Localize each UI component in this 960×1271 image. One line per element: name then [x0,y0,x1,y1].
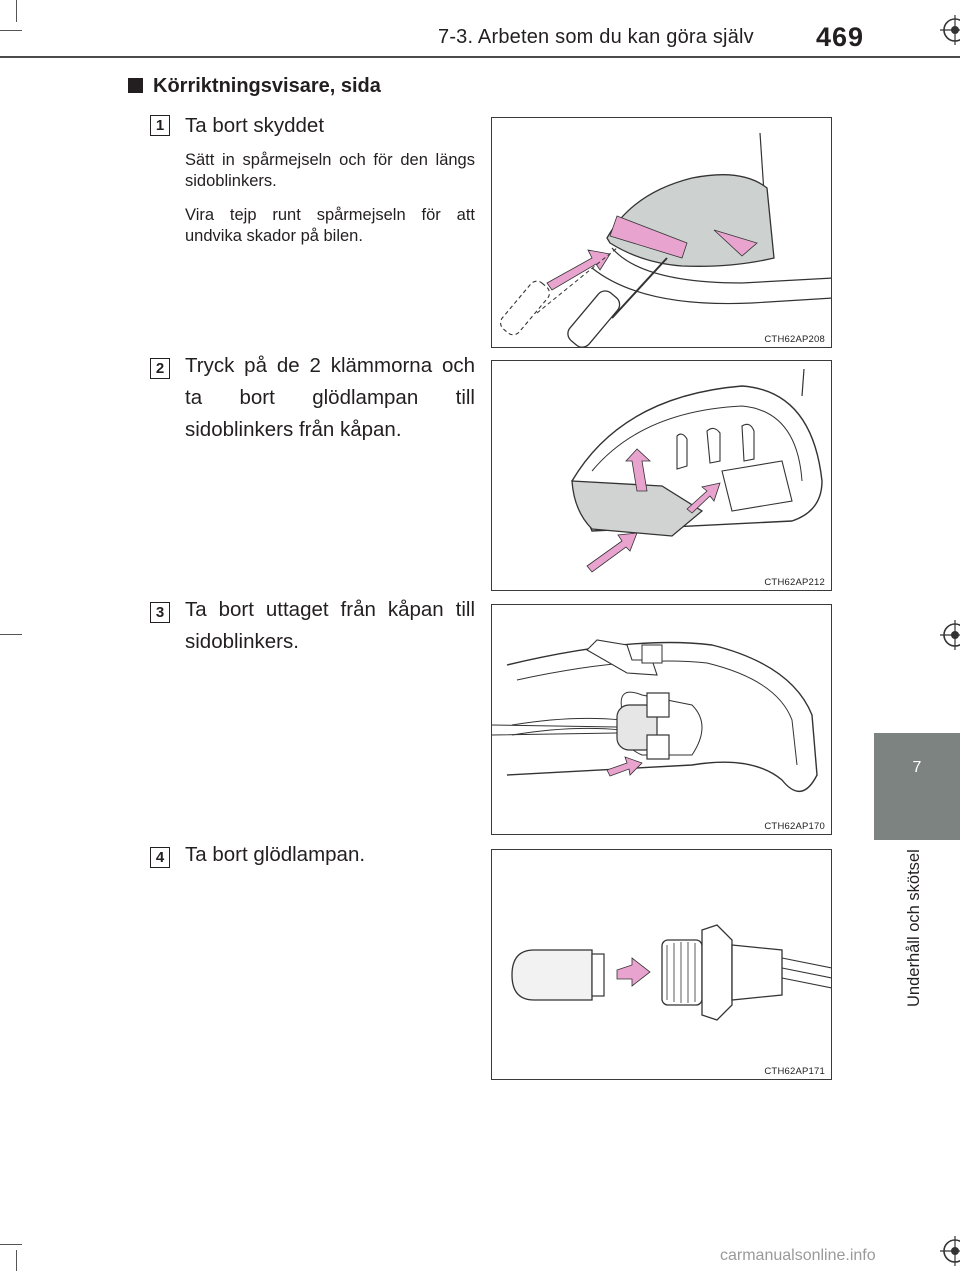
crop-mark-bottom-left-h [0,1244,22,1245]
figure-3: CTH62AP170 [491,604,832,835]
step-1-note-2: Vira tejp runt spårmejseln för att undvi… [185,206,475,245]
figure-2: CTH62AP212 [491,360,832,591]
crop-mark-bottom-left [16,1250,17,1271]
registration-mark-top-right-icon [940,15,960,45]
step-2-title: Tryck på de 2 klämmorna och ta bort glöd… [185,354,475,441]
registration-mark-mid-right-icon [940,620,960,650]
crop-mark-mid-left [0,634,22,635]
square-bullet-icon [128,78,143,93]
chapter-tab: 7 [874,733,960,840]
section-heading-text: Körriktningsvisare, sida [153,75,381,97]
header-section-title: 7-3. Arbeten som du kan göra själv [438,26,754,48]
crop-mark-top-left-h [0,30,22,31]
figure-3-caption: CTH62AP170 [764,821,825,832]
step-number-3: 3 [150,602,170,623]
bulb-removal-illustration [511,924,831,1021]
chapter-label: Underhåll och skötsel [905,849,923,1007]
chapter-number: 7 [912,759,922,776]
step-1-note-1: Sätt in spårmejseln och för den längs si… [185,151,475,190]
step-number-2: 2 [150,358,170,379]
figure-2-caption: CTH62AP212 [764,577,825,588]
step-number-1: 1 [150,115,170,136]
crop-mark-top-left [16,0,17,22]
watermark: carmanualsonline.info [720,1247,876,1264]
header-rule [0,56,960,58]
figure-1-caption: CTH62AP208 [764,334,825,345]
bulb-clip-release-illustration [571,368,823,573]
figure-1: CTH62AP208 [491,117,832,348]
socket-removal-illustration [492,639,818,792]
figure-4-caption: CTH62AP171 [764,1066,825,1077]
chapter-label-container: Underhåll och skötsel [905,847,925,1007]
step-number-4: 4 [150,847,170,868]
step-3-title: Ta bort uttaget från kåpan till sidoblin… [185,598,475,653]
mirror-cover-removal-illustration [500,132,831,347]
step-1-title: Ta bort skyddet [185,114,325,137]
registration-mark-bottom-right-icon [940,1236,960,1266]
step-4-title: Ta bort glödlampan. [185,843,366,866]
section-heading: Körriktningsvisare, sida [128,75,381,98]
figure-4: CTH62AP171 [491,849,832,1080]
page-number: 469 [816,22,865,52]
